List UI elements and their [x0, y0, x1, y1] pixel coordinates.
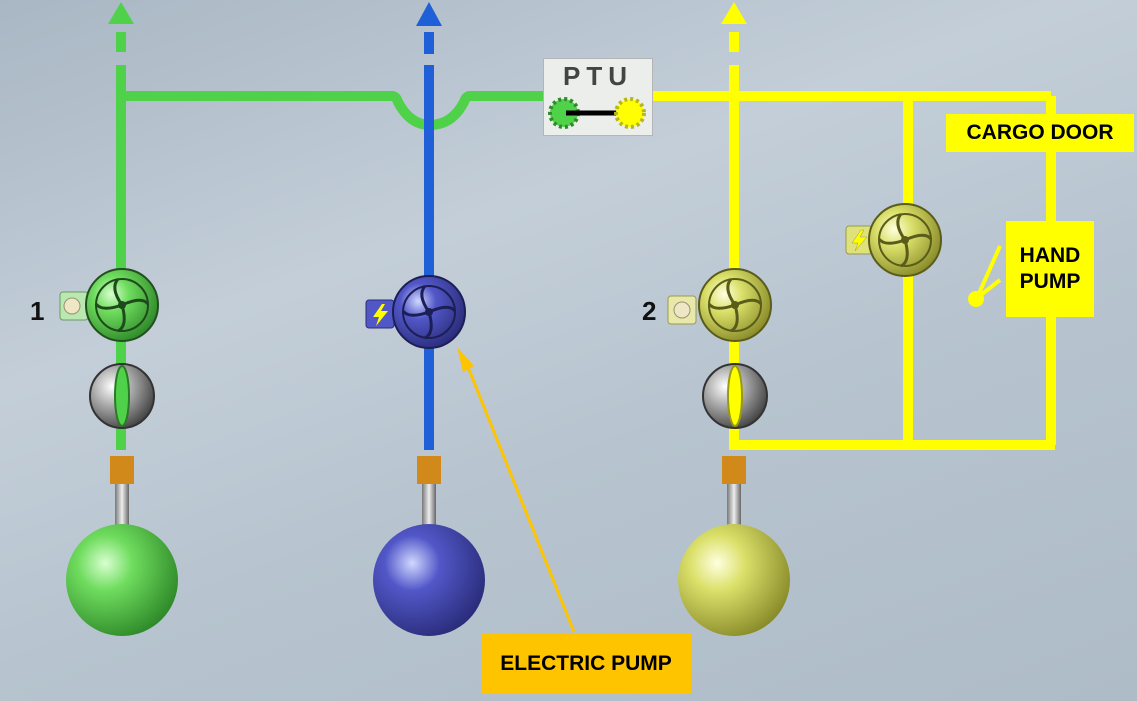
blue-reservoir [373, 456, 485, 636]
callout-line [464, 361, 576, 633]
yellow-pump-indicator-lamp [673, 301, 691, 319]
electric-pump-callout-arrow [457, 347, 576, 633]
green-fire-valve [89, 363, 155, 429]
green-pump-indicator-lamp [63, 297, 81, 315]
ptu-gears-svg [548, 97, 646, 129]
ptu-yellow-gear-icon [614, 97, 646, 129]
system-number-1: 1 [30, 296, 45, 326]
green-reservoir [66, 456, 178, 636]
reservoir-sphere-icon [373, 524, 485, 636]
callout-arrowhead-icon [457, 347, 474, 372]
yellow-electric-pump [845, 203, 942, 277]
yellow-pump-hub [731, 301, 739, 309]
reservoir-sphere-icon [678, 524, 790, 636]
ptu-unit: PTU [543, 58, 653, 136]
yellow-epump-hub [901, 236, 909, 244]
blue-arrow-icon [416, 2, 442, 26]
electric-pump-label: ELECTRIC PUMP [481, 634, 691, 694]
yellow-reservoir [678, 456, 790, 636]
hand-pump-handle-line [975, 245, 1002, 299]
hand-pump-label-line2: PUMP [1019, 270, 1081, 293]
lightning-icon [851, 229, 868, 252]
blue-pump-hub [425, 308, 433, 316]
blue-system [416, 2, 442, 450]
yellow-arrow-icon [721, 2, 747, 24]
green-ptu-line [121, 91, 545, 131]
hand-pump-label: HAND PUMP [1006, 221, 1094, 317]
hand-pump-knob [968, 291, 984, 307]
green-valve-gate [114, 365, 130, 427]
yellow-reservoir-cap [722, 456, 746, 484]
green-engine-pump [59, 268, 159, 342]
hand-pump-label-line1: HAND [1019, 244, 1081, 267]
green-reservoir-cap [110, 456, 134, 484]
blue-electric-pump [365, 275, 466, 349]
yellow-engine-pump [667, 268, 772, 342]
cargo-door-label: CARGO DOOR [946, 114, 1134, 152]
blue-reservoir-cap [417, 456, 441, 484]
green-system [108, 2, 545, 450]
lightning-icon [373, 304, 388, 326]
ptu-label: PTU [563, 61, 633, 91]
reservoir-sphere-icon [66, 524, 178, 636]
green-arrow-icon [108, 2, 134, 24]
green-pump-hub [118, 301, 126, 309]
yellow-valve-gate [727, 365, 743, 427]
system-number-2: 2 [642, 296, 657, 326]
yellow-fire-valve [702, 363, 768, 429]
